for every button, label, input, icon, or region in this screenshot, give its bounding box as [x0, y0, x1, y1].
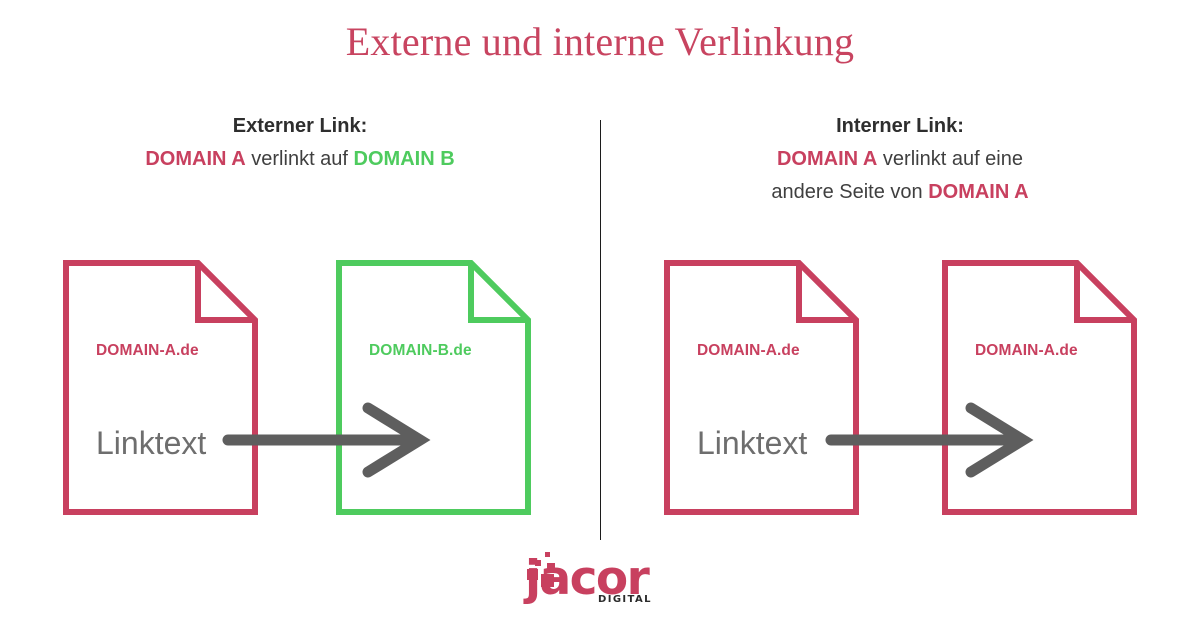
document-domain-label: DOMAIN-A.de	[96, 342, 199, 359]
document-linktext-label: Linktext	[96, 425, 207, 461]
document-outline-shape	[336, 260, 531, 515]
internal-link-caption: Interner Link: DOMAIN A verlinkt auf ein…	[600, 110, 1200, 209]
internal-subline-domain-a-2: DOMAIN A	[928, 181, 1029, 203]
logo-pixel-mark-icon	[527, 552, 567, 587]
document-outline-shape	[664, 260, 859, 515]
external-subline-domain-a: DOMAIN A	[145, 148, 246, 170]
document-domain-label: DOMAIN-B.de	[369, 342, 472, 359]
external-link-caption: Externer Link: DOMAIN A verlinkt auf DOM…	[0, 110, 600, 176]
document-domain-a-source-internal: DOMAIN-A.de Linktext	[664, 260, 859, 515]
internal-link-subline-2: andere Seite von DOMAIN A	[600, 176, 1200, 209]
external-link-subline: DOMAIN A verlinkt auf DOMAIN B	[0, 143, 600, 176]
internal-link-subline-1: DOMAIN A verlinkt auf eine	[600, 143, 1200, 176]
document-outline-shape	[942, 260, 1137, 515]
external-subline-domain-b: DOMAIN B	[353, 148, 455, 170]
external-link-panel: Externer Link: DOMAIN A verlinkt auf DOM…	[0, 110, 600, 515]
external-subline-middle: verlinkt auf	[245, 148, 354, 170]
logo-wordmark: jacor	[525, 551, 650, 606]
internal-link-heading: Interner Link:	[836, 115, 964, 137]
internal-link-panel: Interner Link: DOMAIN A verlinkt auf ein…	[600, 0, 1200, 628]
document-fold-shape	[195, 263, 255, 323]
external-link-heading: Externer Link:	[232, 115, 368, 137]
brand-logo: jacor DIGITAL	[0, 552, 1200, 614]
internal-subline-domain-a-1: DOMAIN A	[776, 148, 878, 170]
document-outline-shape	[63, 260, 258, 515]
internal-subline-middle: verlinkt auf eine	[877, 148, 1023, 170]
page-title: Externe und interne Verlinkung	[345, 19, 855, 64]
document-domain-label: DOMAIN-A.de	[697, 342, 800, 359]
document-fold-shape	[1074, 263, 1134, 323]
document-linktext-label: Linktext	[697, 425, 808, 461]
section-divider	[600, 120, 601, 540]
document-fold-shape	[468, 263, 528, 323]
document-fold-shape	[796, 263, 856, 323]
document-domain-b-target: DOMAIN-B.de	[336, 260, 531, 515]
document-domain-a-source: DOMAIN-A.de Linktext	[63, 260, 258, 515]
logo-tagline: DIGITAL	[598, 594, 652, 605]
internal-subline-prefix: andere Seite von	[771, 181, 929, 203]
document-domain-label: DOMAIN-A.de	[975, 342, 1078, 359]
document-domain-a-target-internal: DOMAIN-A.de	[942, 260, 1137, 515]
